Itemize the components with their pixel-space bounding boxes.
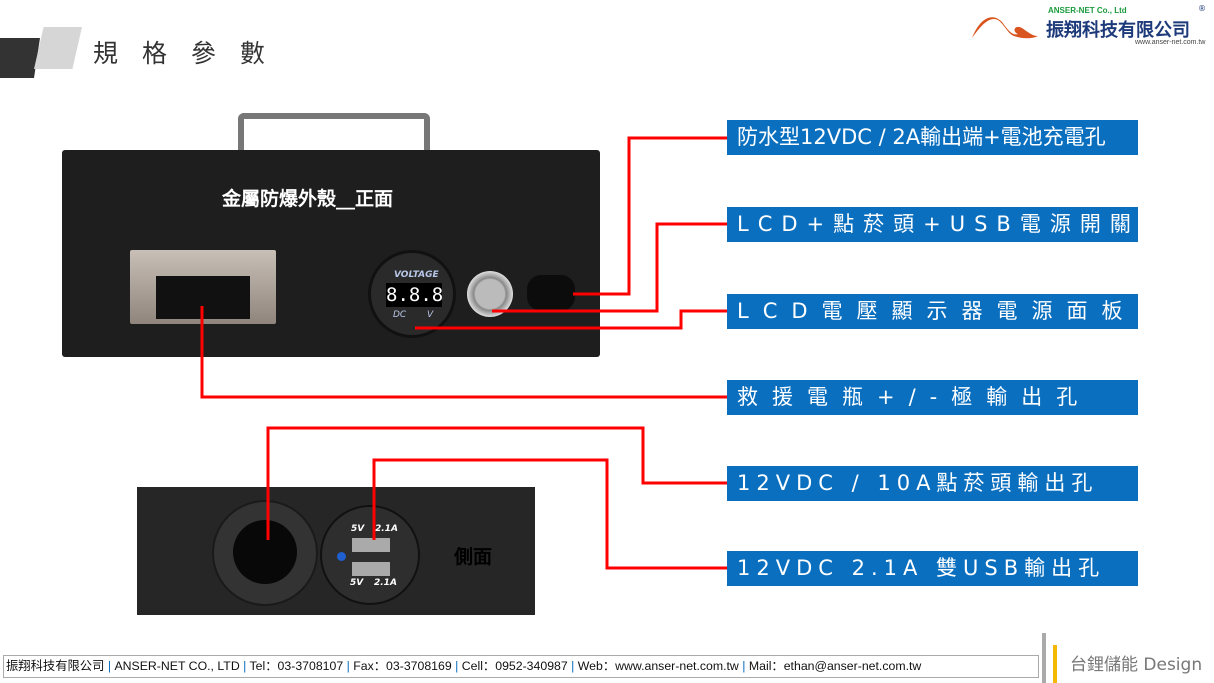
- label-power-switch: LCD+點菸頭+USB電源開關: [727, 207, 1138, 242]
- led-indicator-icon: [337, 552, 346, 561]
- footer-cell: Cell：0952-340987: [461, 659, 568, 673]
- footer-company: 振翔科技有限公司: [6, 659, 105, 673]
- side-caption: 側面: [454, 546, 493, 568]
- voltmeter-v: V: [427, 310, 434, 320]
- cigarette-socket-hole: [233, 520, 297, 584]
- footer-tel: Tel：03-3708107: [249, 659, 344, 673]
- usb-bottom-v: 5V: [350, 578, 364, 588]
- usb-socket: [320, 505, 420, 605]
- footer-brand: 台鋰儲能 Design: [1070, 655, 1203, 675]
- company-en: ANSER-NET Co., Ltd: [1048, 6, 1127, 15]
- cigarette-socket: [212, 500, 318, 606]
- leader-line-3: [415, 309, 727, 330]
- footer-divider-gray: [1042, 633, 1046, 683]
- usb-bottom-a: 2.1A: [374, 578, 397, 588]
- company-url: www.anser-net.com.tw: [1135, 39, 1206, 46]
- registered-mark: ®: [1198, 4, 1206, 13]
- footer-mail[interactable]: Mail：ethan@anser-net.com.tw: [748, 659, 922, 673]
- usb-top-v: 5V: [351, 524, 365, 534]
- leader-line-2: [492, 222, 727, 313]
- swoosh-icon: [972, 17, 1038, 39]
- footer-contact: 振翔科技有限公司 | ANSER-NET CO., LTD | Tel：03-3…: [3, 655, 1039, 678]
- company-logo: ANSER-NET Co., Ltd ® 振翔科技有限公司 www.anser-…: [970, 4, 1210, 48]
- usb-top-a: 2.1A: [375, 524, 398, 534]
- footer-fax: Fax：03-3708169: [353, 659, 452, 673]
- power-switch: [467, 271, 513, 317]
- footer-company-en: ANSER-NET CO., LTD: [114, 659, 240, 673]
- usb-port-top: [352, 538, 390, 552]
- label-lcd-panel: LCD電壓顯示器電源面板: [727, 294, 1138, 329]
- leader-line-4: [200, 306, 727, 399]
- front-caption: 金屬防爆外殼__正面: [222, 188, 394, 210]
- label-waterproof-output: 防水型12VDC / 2A輸出端+電池充電孔: [727, 120, 1138, 155]
- footer-web[interactable]: Web：www.anser-net.com.tw: [577, 659, 739, 673]
- company-zh: 振翔科技有限公司: [1046, 20, 1190, 41]
- label-battery-terminal: 救援電瓶+/-極輸出孔: [727, 380, 1138, 415]
- label-usb-output: 12VDC 2.1A 雙USB輸出孔: [727, 551, 1138, 586]
- voltmeter-dc: DC: [393, 310, 407, 320]
- leader-line-6: [372, 458, 727, 570]
- leader-line-1: [573, 136, 727, 296]
- leader-line-5: [266, 426, 727, 540]
- usb-port-bottom: [352, 562, 390, 576]
- voltmeter-label: VOLTAGE: [394, 270, 439, 280]
- dc-socket: [527, 275, 575, 311]
- voltmeter-display: 8.8.8: [386, 283, 444, 307]
- page-title: 規 格 參 數: [93, 39, 273, 68]
- label-cigarette-output: 12VDC / 10A點菸頭輸出孔: [727, 466, 1138, 501]
- footer-divider-yellow: [1053, 645, 1057, 683]
- header-bar-light: [34, 27, 82, 69]
- header-bar-dark: [0, 38, 40, 78]
- handle: [238, 113, 430, 153]
